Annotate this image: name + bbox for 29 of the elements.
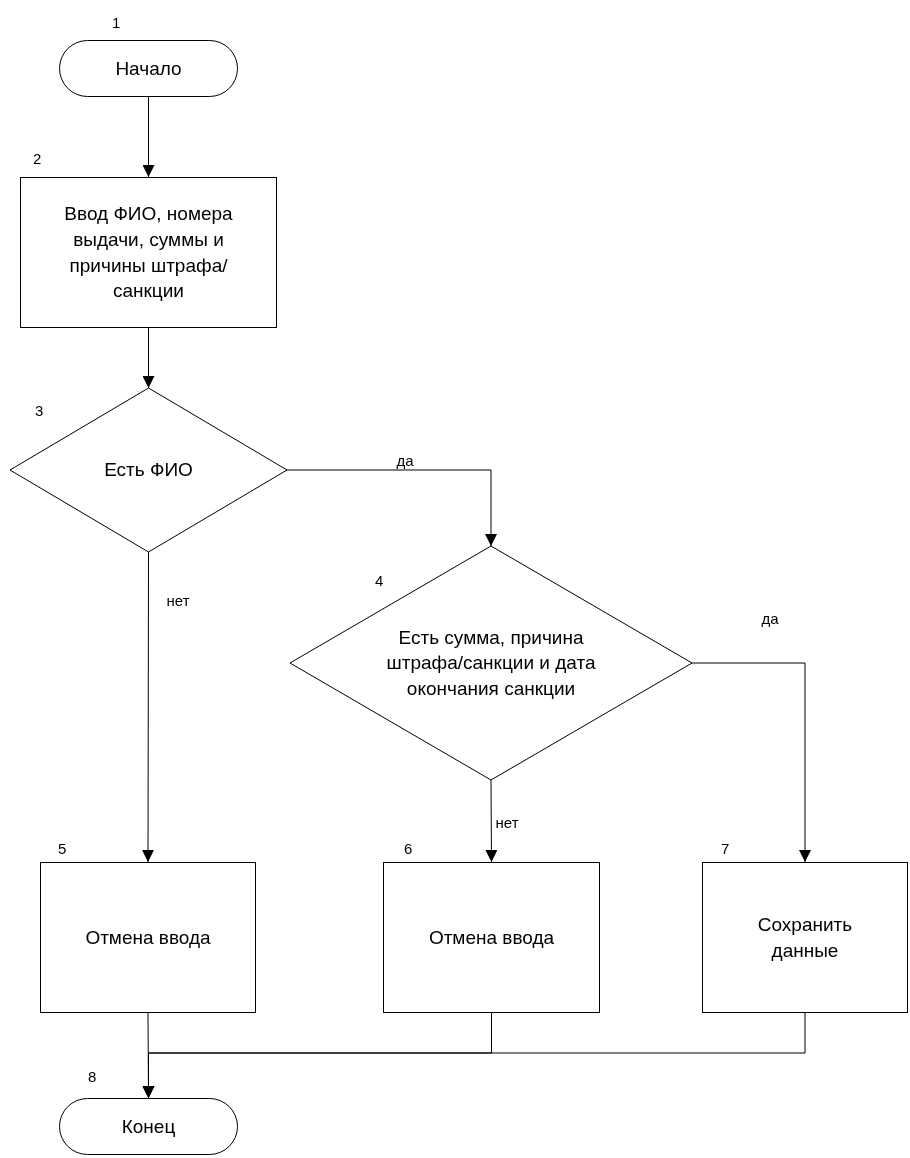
- process-box: [20, 177, 277, 328]
- step-number: 1: [112, 14, 121, 31]
- arrow: [142, 327, 155, 389]
- decision-diamond: [290, 546, 692, 780]
- arrow: [485, 779, 498, 863]
- step-number: 3: [35, 402, 44, 419]
- arrow: [691, 662, 811, 863]
- arrow: [142, 551, 154, 863]
- process-box: [383, 862, 600, 1013]
- node-text: Ввод ФИО, номера выдачи, суммы и причины штрафа/ санкции: [63, 202, 234, 304]
- arrow: [286, 469, 497, 547]
- node-text: Начало: [115, 56, 182, 81]
- step-number: 7: [721, 840, 730, 857]
- step-number: 4: [375, 572, 384, 589]
- decision-diamond: [10, 388, 287, 552]
- step-number: 5: [58, 840, 67, 857]
- process-box: [702, 862, 908, 1013]
- node-text: Отмена ввода: [85, 925, 211, 950]
- step-number: 8: [88, 1068, 97, 1085]
- process-box: [40, 862, 256, 1013]
- node-text: Конец: [121, 1114, 176, 1139]
- step-number: 2: [33, 150, 42, 167]
- node-text: Отмена ввода: [428, 925, 555, 950]
- arrow: [142, 96, 155, 178]
- node-text: Есть сумма, причина штрафа/санкции и дата окончания санкции: [385, 625, 597, 701]
- node-text: Есть ФИО: [104, 458, 193, 483]
- arrow: [142, 1012, 806, 1099]
- node-text: Сохранить данные: [756, 912, 854, 963]
- step-number: 6: [404, 840, 413, 857]
